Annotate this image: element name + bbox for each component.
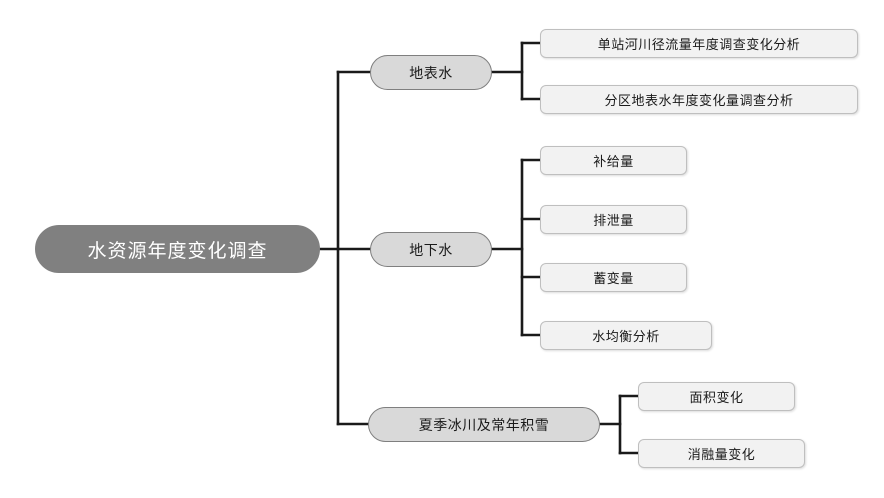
leaf-node-area-change-label: 面积变化 (689, 390, 744, 405)
leaf-node-discharge-label: 排泄量 (593, 213, 634, 228)
leaf-node-recharge-label: 补给量 (593, 154, 634, 169)
leaf-node-area-change[interactable]: 面积变化 (638, 382, 795, 411)
branch-node-surface-water-label: 地表水 (409, 64, 453, 81)
leaf-node-discharge[interactable]: 排泄量 (540, 205, 687, 234)
root-node[interactable]: 水资源年度变化调查 (35, 225, 320, 273)
leaf-node-station-runoff-label: 单站河川径流量年度调查变化分析 (597, 37, 801, 52)
leaf-node-zoned-surface-water-label: 分区地表水年度变化量调查分析 (604, 93, 794, 108)
leaf-node-melt-change[interactable]: 消融量变化 (638, 439, 805, 468)
leaf-node-storage-change[interactable]: 蓄变量 (540, 263, 687, 292)
leaf-node-melt-change-label: 消融量变化 (687, 447, 756, 462)
branch-node-glacier[interactable]: 夏季冰川及常年积雪 (368, 407, 600, 442)
branch-node-groundwater-label: 地下水 (409, 241, 453, 258)
leaf-node-station-runoff[interactable]: 单站河川径流量年度调查变化分析 (540, 29, 858, 58)
leaf-node-zoned-surface-water[interactable]: 分区地表水年度变化量调查分析 (540, 85, 858, 114)
leaf-node-water-balance-label: 水均衡分析 (592, 329, 660, 344)
branch-node-glacier-label: 夏季冰川及常年积雪 (418, 416, 550, 433)
leaf-node-water-balance[interactable]: 水均衡分析 (540, 321, 712, 350)
leaf-node-recharge[interactable]: 补给量 (540, 146, 687, 175)
root-node-label: 水资源年度变化调查 (87, 240, 268, 262)
branch-node-surface-water[interactable]: 地表水 (370, 55, 492, 90)
leaf-node-storage-change-label: 蓄变量 (593, 271, 634, 286)
branch-node-groundwater[interactable]: 地下水 (370, 232, 492, 267)
